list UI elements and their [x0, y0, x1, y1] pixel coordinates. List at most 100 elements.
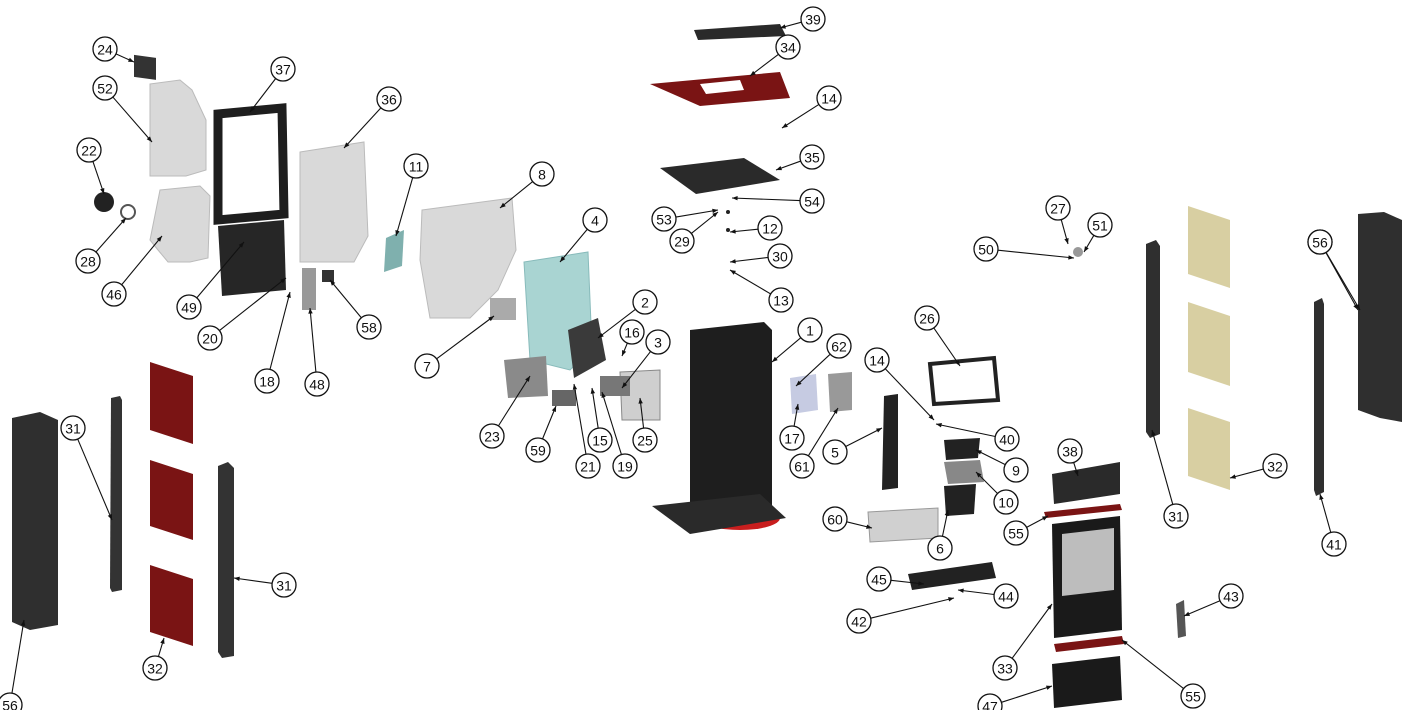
- label-number: 62: [831, 339, 847, 355]
- leader-line-31: [1151, 429, 1174, 505]
- label-circle: [1045, 195, 1071, 221]
- leader-arrow-36: [344, 142, 350, 148]
- red-panel-mid-part: [150, 460, 193, 540]
- leader-line-47: [1001, 685, 1053, 703]
- part-label-45: 45: [866, 566, 892, 592]
- leader-arrow-44: [958, 588, 964, 593]
- label-number: 58: [361, 320, 377, 336]
- part-label-47: 47: [977, 693, 1003, 710]
- leader-line-21: [573, 383, 587, 455]
- part-label-35: 35: [799, 144, 825, 170]
- leader-arrow-5: [876, 428, 882, 433]
- part-label-11: 11: [403, 153, 429, 179]
- leader-arrow-54: [732, 196, 738, 201]
- part-label-26: 26: [914, 305, 940, 331]
- leader-line-56: [1325, 252, 1361, 311]
- motor-23-part: [504, 356, 548, 398]
- part-label-32: 32: [142, 655, 168, 681]
- label-circle: [60, 415, 86, 441]
- label-circle: [927, 535, 953, 561]
- door-glass-part: [1062, 528, 1114, 596]
- leader-arrow-24: [128, 57, 134, 62]
- label-number: 44: [998, 589, 1014, 605]
- part-61: [828, 372, 852, 412]
- part-label-25: 25: [632, 427, 658, 453]
- label-circle: [0, 692, 23, 710]
- part-label-56: 56: [1307, 229, 1333, 255]
- label-number: 13: [773, 293, 789, 309]
- label-number: 32: [1267, 459, 1283, 475]
- leader-arrow-50: [1068, 255, 1074, 260]
- label-circle: [757, 215, 783, 241]
- leader-arrow-25: [638, 398, 643, 404]
- label-circle: [525, 437, 551, 463]
- label-number: 6: [936, 541, 944, 557]
- label-number: 33: [997, 661, 1013, 677]
- leader-line-37: [249, 78, 277, 113]
- label-bubbles: 1234567891011121314141516171819202122232…: [0, 6, 1347, 710]
- part-label-14: 14: [816, 85, 842, 111]
- leader-line-26: [933, 327, 961, 367]
- part-label-7: 7: [414, 353, 440, 379]
- part-label-5: 5: [822, 439, 848, 465]
- leader-arrow-49: [238, 242, 244, 248]
- label-number: 60: [827, 512, 843, 528]
- leader-arrow-31: [234, 576, 240, 581]
- leader-arrow-38: [1074, 470, 1079, 476]
- part-59: [552, 390, 576, 406]
- leader-line-61: [807, 407, 839, 457]
- leader-arrow-61: [833, 408, 838, 414]
- leader-line-58: [329, 279, 362, 319]
- part-label-16: 16: [619, 319, 645, 345]
- label-number: 61: [794, 459, 810, 475]
- part-label-24: 24: [92, 36, 118, 62]
- leader-arrow-32: [160, 638, 165, 644]
- label-number: 4: [591, 213, 599, 229]
- leader-line-31: [233, 577, 273, 584]
- leader-arrow-37: [250, 106, 256, 112]
- label-number: 43: [1223, 589, 1239, 605]
- leader-arrow-6: [944, 510, 950, 516]
- leader-arrow-58: [330, 280, 336, 286]
- screw-part: [726, 210, 730, 214]
- part-label-42: 42: [846, 608, 872, 634]
- part-label-30: 30: [767, 243, 793, 269]
- label-circle: [800, 6, 826, 32]
- screw-part: [1073, 247, 1083, 257]
- insulation-sheet-46-part: [149, 185, 211, 263]
- part-label-48: 48: [304, 371, 330, 397]
- leader-line-62: [795, 353, 831, 387]
- label-circle: [651, 206, 677, 232]
- label-circle: [529, 161, 555, 187]
- leader-line-49: [196, 241, 245, 299]
- small-plate-7-part: [490, 298, 516, 320]
- label-circle: [822, 439, 848, 465]
- label-number: 50: [978, 242, 994, 258]
- right-side-panel-56-part: [1358, 212, 1402, 422]
- leader-arrow-7: [488, 316, 494, 322]
- leader-line-1: [771, 337, 802, 363]
- label-circle: [799, 188, 825, 214]
- leader-line-54: [731, 197, 801, 202]
- part-label-55: 55: [1003, 520, 1029, 546]
- part-label-31: 31: [60, 415, 86, 441]
- base-plate-part: [652, 494, 786, 534]
- label-number: 41: [1326, 537, 1342, 553]
- leader-line-46: [121, 235, 163, 286]
- part-label-19: 19: [612, 453, 638, 479]
- label-circle: [1218, 583, 1244, 609]
- label-circle: [914, 305, 940, 331]
- leader-line-48: [309, 307, 317, 373]
- label-number: 1: [806, 323, 814, 339]
- leader-line-55: [1121, 639, 1184, 690]
- part-label-20: 20: [197, 325, 223, 351]
- label-circle: [977, 693, 1003, 710]
- label-number: 31: [65, 421, 81, 437]
- part-label-36: 36: [376, 86, 402, 112]
- label-number: 53: [656, 212, 672, 228]
- red-panel-bottom-part: [150, 565, 193, 646]
- part-label-12: 12: [757, 215, 783, 241]
- part-62: [790, 374, 818, 414]
- right-column-31-part: [1146, 240, 1160, 438]
